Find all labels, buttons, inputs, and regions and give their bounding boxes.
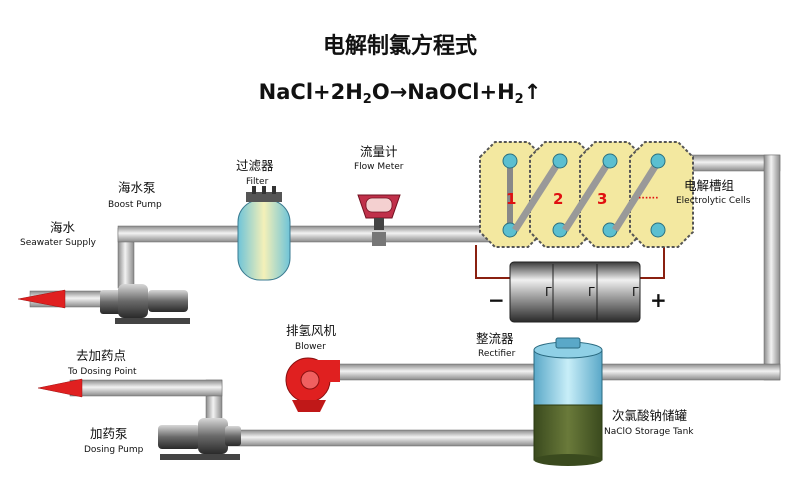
storage-tank-label-en: NaClO Storage Tank [604,427,694,437]
dosing-pump-icon [158,418,241,460]
equation-subscript-2: 2 [514,92,524,107]
flow-meter-label-cn: 流量计 [360,144,398,159]
page-title: 电解制氯方程式 [322,33,477,59]
filter-icon [237,186,291,281]
cell-number-2: 2 [553,190,563,208]
blower-pipe [334,363,541,381]
rectifier-label-en: Rectifier [478,349,516,359]
filter-label-cn: 过滤器 [236,158,274,173]
equation-subscript-1: 2 [362,92,372,107]
right-downcomer-pipe [763,154,781,381]
dosing-point-label-en: To Dosing Point [67,367,137,377]
dosing-pump-label-en: Dosing Pump [84,445,144,455]
main-feed-pipe [117,225,514,243]
svg-text:Γ: Γ [545,285,552,299]
cell-number-1: 1 [506,190,516,208]
tank-outlet-pipe [224,429,536,447]
filter-label-en: Filter [246,177,269,187]
svg-text:Γ: Γ [632,285,639,299]
seawater-label-cn: 海水 [50,220,76,235]
dosing-outlet-arrow-icon [37,378,83,398]
boost-pump-label-en: Boost Pump [108,200,162,210]
seawater-label-en: Seawater Supply [20,238,97,248]
electrolytic-cells-label-en: Electrolytic Cells [676,196,751,206]
seawater-inlet-arrow-icon [17,289,66,309]
boost-pump-icon [100,284,190,324]
dosing-pump-label-cn: 加药泵 [90,426,128,441]
chemical-equation: NaCl+2H2O→NaOCl+H2↑ [0,80,800,107]
rectifier-plus-label: + [650,288,667,312]
rectifier-label-cn: 整流器 [476,331,514,346]
equation-part-3: ↑ [523,80,542,104]
flow-meter-icon [357,194,401,246]
equation-part-1: NaCl+2H [258,80,363,104]
tank-inlet-pipe [599,363,781,381]
blower-label-en: Blower [295,342,326,352]
flow-meter-label-en: Flow Meter [354,162,404,172]
blower-icon [285,357,340,412]
dosing-outlet-pipe [69,379,223,397]
rectifier-minus-label: − [488,288,505,312]
svg-text:Γ: Γ [588,285,595,299]
boost-pump-label-cn: 海水泵 [118,180,156,195]
electrolytic-cell-2 [512,141,594,248]
cell-number-more: ······ [638,194,659,204]
storage-tank-label-cn: 次氯酸钠储罐 [612,408,688,423]
blower-label-cn: 排氢风机 [286,323,337,338]
cell-number-3: 3 [597,190,607,208]
dosing-point-label-cn: 去加药点 [76,348,126,363]
rectifier-icon: Γ Γ Γ [509,261,641,323]
electrolytic-cell-4 [612,141,694,248]
storage-tank-icon [533,337,603,466]
electrolytic-cells: 1 2 3 ······ [475,141,694,279]
equation-part-2: O→NaOCl+H [371,80,515,104]
electrolytic-cells-label-cn: 电解槽组 [684,178,734,193]
